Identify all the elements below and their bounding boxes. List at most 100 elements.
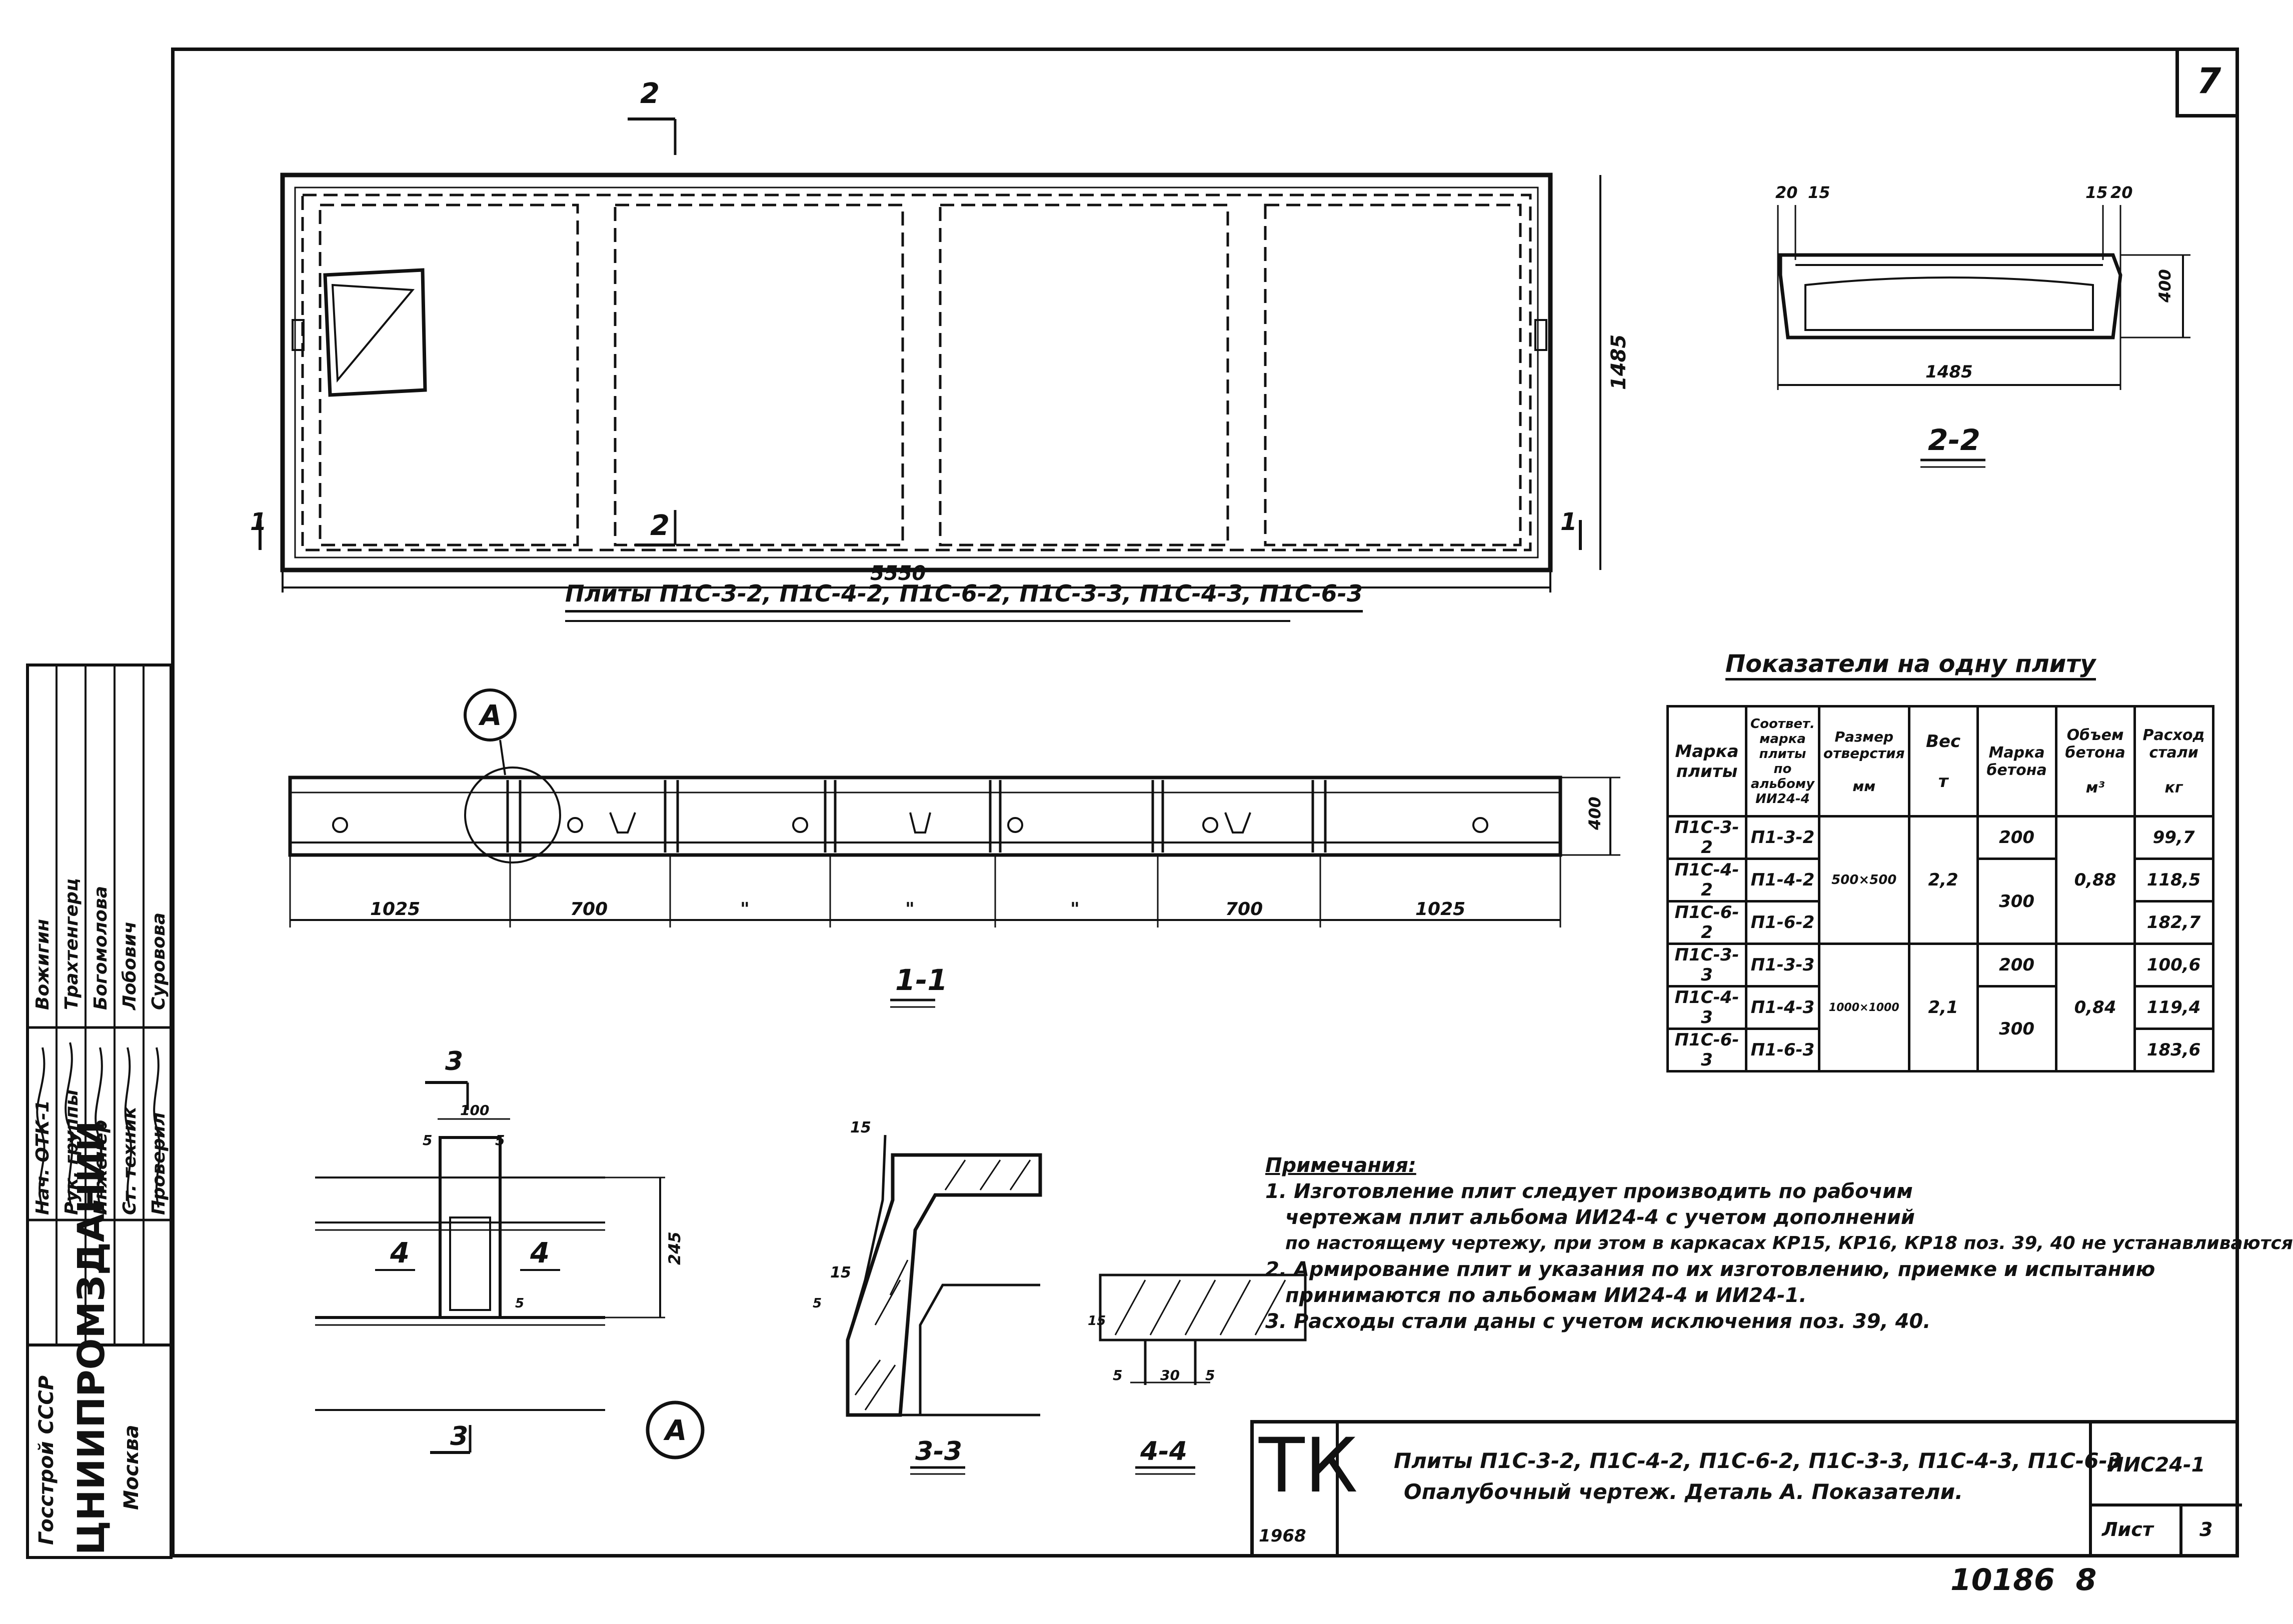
section-2-2-height: 400 [2155, 269, 2174, 303]
group2-weight: 2,1 [1907, 942, 1979, 1072]
group1-weight: 2,2 [1907, 815, 1979, 945]
row-mark: П1С-4-3 [1666, 985, 1747, 1030]
section-1-1: А 400 1025 700 " " " 700 1025 1-1 [288, 688, 1620, 1008]
stamp-role: Проверил [149, 1112, 169, 1215]
row-concrete: 200 [1976, 942, 2057, 988]
header-concrete: Марка бетона [1976, 705, 2057, 818]
note-line: 1. Изготовление плит следует производить… [1265, 1180, 1913, 1203]
row-mark: П1С-6-3 [1666, 1028, 1747, 1072]
stamp-name: Вожигин [33, 918, 53, 1010]
row-corr: П1-6-2 [1745, 900, 1820, 945]
stamp-org-1: Госстрой СССР [35, 1375, 58, 1545]
section-4-4-dim-mid: 30 [1160, 1367, 1180, 1384]
title-divider [2092, 1504, 2242, 1506]
row-mark: П1С-6-2 [1666, 900, 1747, 945]
section-3-3-dim-mid: 15 [830, 1264, 851, 1282]
plan-view: 2 1485 1 1 2 5550 [250, 78, 1630, 592]
title-sheet-divider [2179, 1504, 2182, 1558]
section-1-1-caption: 1-1 [895, 963, 948, 997]
title-right-cell: ИИС24-1 Лист 3 [2089, 1424, 2242, 1558]
stamp-org-2: ЦНИИПРОМЗДАНИЙ [70, 1120, 113, 1555]
group2-concrete: 300 [1976, 985, 2057, 1072]
note-line: принимаются по альбомам ИИ24-4 и ИИ24-1. [1285, 1284, 1807, 1307]
side-stamp-grid [26, 664, 173, 1559]
section-2-2-length: 1485 [1925, 362, 1973, 382]
plan-width: 1485 [1607, 334, 1630, 390]
group2-volume: 0,84 [2054, 942, 2136, 1072]
detail-a-dim-top: 100 [460, 1102, 489, 1118]
section-mark-left: 1 [250, 508, 267, 536]
detail-a-label-left: 4 [390, 1237, 410, 1270]
section-2-2-dim-left-1: 20 [1775, 183, 1798, 202]
title-line-1: Плиты П1С-3-2, П1С-4-2, П1С-6-2, П1С-3-3… [1394, 1448, 2122, 1473]
side-stamp: Вожигин Трахтенгерц Богомолова Лобович С… [5, 664, 173, 1559]
note-line: 2. Армирование плит и указания по их изг… [1265, 1258, 2155, 1281]
stamp-role: Нач. ОТК-1 [33, 1100, 53, 1215]
section-4-4-dim-side: 15 [1088, 1314, 1106, 1328]
detail-a-section-mark-bottom: 3 [450, 1422, 468, 1452]
note-line: чертежам плит альбома ИИ24-4 с учетом до… [1285, 1206, 1915, 1229]
stamp-name: Трахтенгерц [62, 878, 82, 1010]
detail-a-label-right: 4 [530, 1237, 550, 1270]
section-4-4-dim-right: 5 [1205, 1367, 1215, 1384]
row-corr: П1-3-2 [1745, 815, 1820, 860]
notes-title: Примечания: [1265, 1154, 1416, 1177]
stamp-name: Лобович [120, 921, 140, 1010]
row-corr: П1-3-3 [1745, 942, 1820, 988]
dim-5: " [1070, 899, 1080, 920]
title-sheet-label: Лист [2102, 1518, 2153, 1540]
stamp-role: Ст. техник [120, 1106, 140, 1215]
group1-concrete: 300 [1976, 858, 2057, 945]
row-steel: 100,6 [2133, 942, 2214, 988]
group2-hole: 1000×1000 [1817, 942, 1910, 1072]
title-logo-cell: ТК 1968 [1254, 1424, 1358, 1558]
drawing-frame [171, 48, 2239, 1558]
row-steel: 99,7 [2133, 815, 2214, 860]
section-2-2-dim-right-1: 15 [2085, 183, 2108, 202]
plan-caption: Плиты П1С-3-2, П1С-4-2, П1С-6-2, П1С-3-3… [565, 580, 1363, 612]
section-4-4: 15 5 30 5 4-4 [1088, 1274, 1307, 1475]
header-corr: Соответ. марка плиты по альбому ИИ24-4 [1745, 705, 1820, 818]
row-steel: 183,6 [2133, 1028, 2214, 1072]
plan-length: 5550 [870, 562, 926, 585]
row-corr: П1-6-3 [1745, 1028, 1820, 1072]
row-mark: П1С-3-2 [1666, 815, 1747, 860]
title-sheet-value: 3 [2199, 1518, 2213, 1540]
row-mark: П1С-4-2 [1666, 858, 1747, 902]
row-mark: П1С-3-3 [1666, 942, 1747, 988]
detail-a-small-dim: 5 [515, 1296, 524, 1311]
notes: Примечания: 1. Изготовление плит следует… [1265, 1152, 2293, 1334]
row-steel: 182,7 [2133, 900, 2214, 945]
section-3-3: 15 15 5 3-3 [813, 1119, 1042, 1475]
title-logo: ТК [1259, 1422, 1358, 1510]
dim-2: 700 [570, 899, 608, 920]
signatures [36, 1042, 161, 1208]
detail-a-section-mark: 3 [445, 1046, 463, 1076]
title-block: ТК 1968 Плиты П1С-3-2, П1С-4-2, П1С-6-2,… [1250, 1420, 2242, 1558]
title-album: ИИС24-1 [2107, 1454, 2205, 1476]
section-2-2: 20 15 15 20 400 1485 2-2 [1775, 183, 2190, 468]
note-line: 3. Расходы стали даны с учетом исключени… [1265, 1310, 1931, 1333]
stamp-name: Суровова [149, 912, 169, 1010]
stamp-name: Богомолова [91, 886, 111, 1010]
row-corr: П1-4-3 [1745, 985, 1820, 1030]
detail-a-label: А [663, 1414, 687, 1447]
group1-hole: 500×500 [1817, 815, 1910, 945]
section-mark-bottom: 2 [650, 510, 670, 542]
footer-number: 10186 8 [1950, 1562, 2097, 1598]
dim-4: " [905, 899, 915, 920]
section-3-3-dim-side: 5 [813, 1296, 822, 1311]
indicators-title: Показатели на одну плиту [1725, 650, 2096, 680]
dim-1: 1025 [370, 899, 420, 920]
page-number: 7 [2175, 48, 2239, 118]
section-1-1-height: 400 [1585, 796, 1604, 830]
section-2-2-caption: 2-2 [1928, 423, 1980, 457]
indicators-table: Марка плиты Соответ. марка плиты по альб… [1666, 705, 2214, 1072]
section-mark-right: 1 [1560, 508, 1577, 536]
section-3-3-dim-top: 15 [850, 1119, 871, 1136]
detail-callout-label: А [478, 700, 502, 732]
dim-7: 1025 [1415, 899, 1465, 920]
